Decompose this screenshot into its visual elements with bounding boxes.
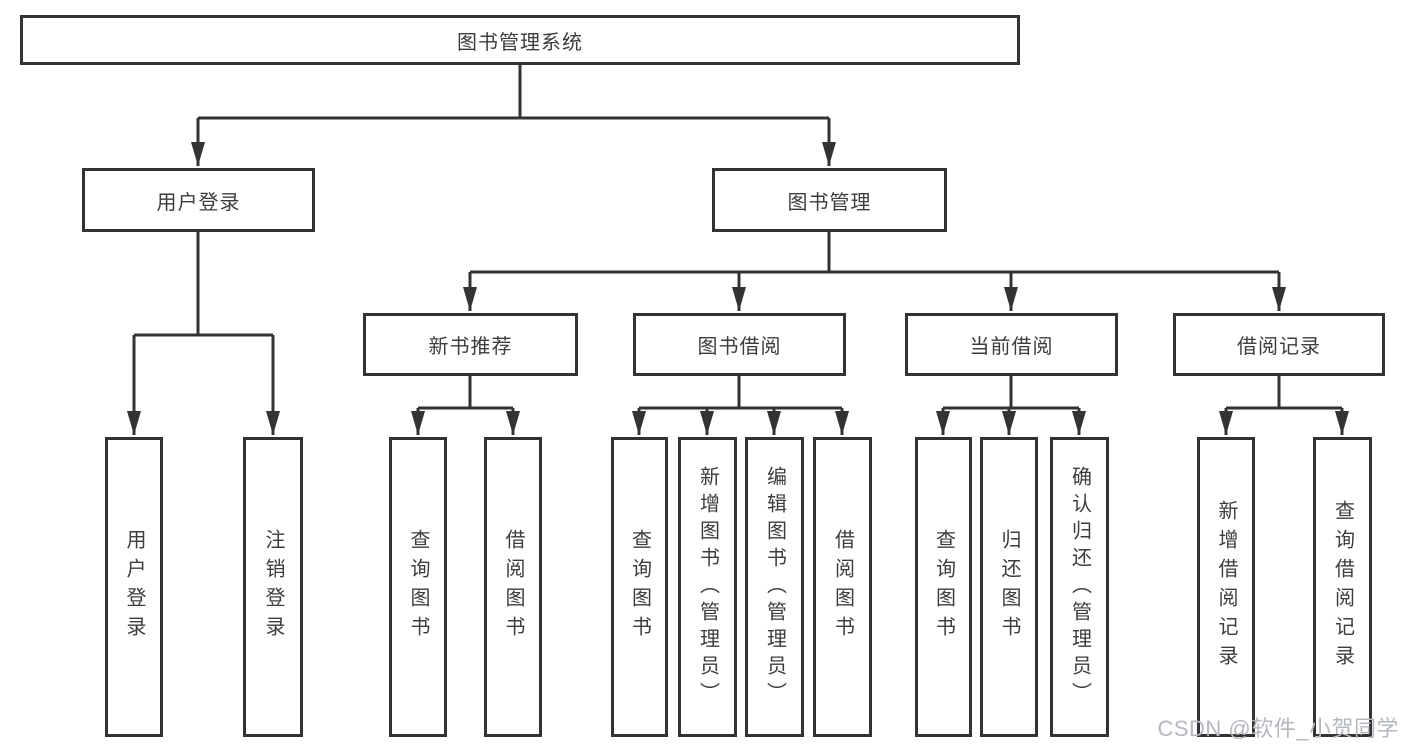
node-label: 借阅图书 [502, 529, 524, 645]
node-label: 确认归还（管理员） [1068, 465, 1091, 709]
node-label: 归还图书 [998, 529, 1020, 645]
leaf-query-books: 查询图书 [389, 437, 447, 737]
csdn-watermark: CSDN @软件_小贺同学 [1157, 716, 1399, 741]
leaf-query-borrow-record: 查询借阅记录 [1313, 437, 1372, 737]
node-library-management-system: 图书管理系统 [20, 15, 1020, 65]
leaf-user-login: 用户登录 [105, 437, 163, 737]
leaf-add-borrow-record: 新增借阅记录 [1197, 437, 1255, 737]
node-label: 新增借阅记录 [1215, 500, 1237, 674]
node-label: 注销登录 [262, 529, 284, 645]
leaf-edit-books-admin: 编辑图书（管理员） [745, 437, 804, 737]
node-label: 图书管理系统 [457, 31, 583, 54]
leaf-borrow-books: 借阅图书 [484, 437, 542, 737]
node-label: 查询借阅记录 [1331, 500, 1354, 674]
node-label: 借阅图书 [831, 529, 854, 645]
node-label: 当前借阅 [969, 336, 1054, 358]
leaf-return-books: 归还图书 [980, 437, 1038, 737]
node-label: 借阅记录 [1237, 336, 1321, 358]
node-label: 编辑图书（管理员） [763, 465, 786, 709]
node-current-borrowing: 当前借阅 [905, 313, 1118, 376]
leaf-add-books-admin: 新增图书（管理员） [678, 437, 737, 737]
leaf-confirm-return-admin: 确认归还（管理员） [1050, 437, 1109, 737]
node-label: 图书管理 [787, 191, 872, 214]
node-label: 新增图书（管理员） [696, 465, 719, 709]
node-new-book-recommend: 新书推荐 [363, 313, 578, 376]
node-label: 图书借阅 [697, 336, 782, 358]
leaf-query-books: 查询图书 [611, 437, 668, 737]
node-label: 查询图书 [932, 529, 955, 645]
node-label: 查询图书 [628, 529, 651, 645]
node-label: 新书推荐 [428, 336, 513, 358]
node-user-login: 用户登录 [82, 168, 315, 232]
node-book-management: 图书管理 [712, 168, 947, 232]
node-label: 用户登录 [156, 191, 241, 214]
node-borrowing-records: 借阅记录 [1173, 313, 1385, 376]
node-book-borrowing: 图书借阅 [633, 313, 846, 376]
leaf-query-books: 查询图书 [915, 437, 972, 737]
node-label: 用户登录 [123, 529, 145, 645]
leaf-borrow-books: 借阅图书 [813, 437, 872, 737]
leaf-logout: 注销登录 [243, 437, 303, 737]
node-label: 查询图书 [407, 529, 429, 645]
